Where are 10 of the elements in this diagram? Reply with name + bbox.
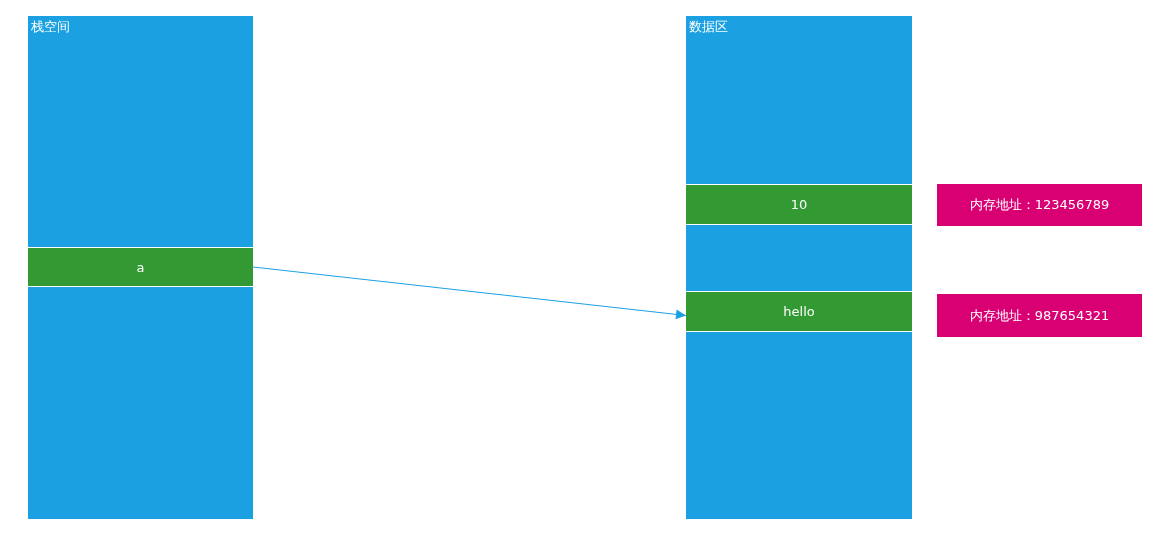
address-box: 内存地址：123456789: [937, 184, 1142, 226]
arrow: [252, 266, 687, 320]
memory-cell: a: [28, 247, 253, 287]
memory-column: [686, 16, 912, 519]
column-heading: 栈空间: [31, 18, 70, 36]
memory-cell: hello: [686, 291, 912, 332]
address-box: 内存地址：987654321: [937, 294, 1142, 337]
memory-column: [28, 16, 253, 519]
column-heading: 数据区: [689, 18, 728, 36]
memory-cell: 10: [686, 184, 912, 225]
